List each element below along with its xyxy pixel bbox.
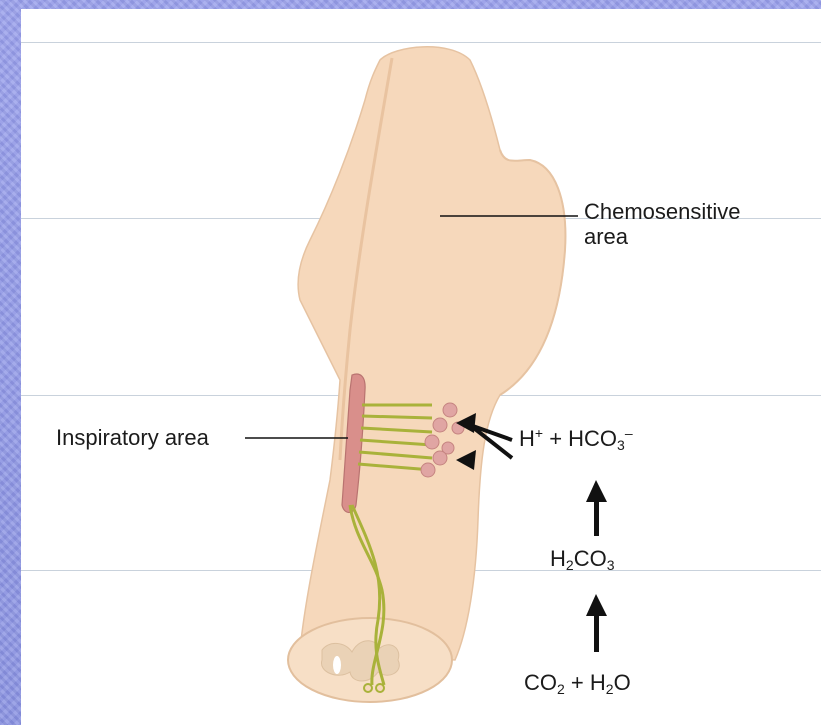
equation-h-bicarbonate: H+ + HCO3– [519,425,633,453]
chemosensitive-area-label: Chemosensitive area [584,199,741,250]
eq1-plus-superscript: + [535,425,543,441]
chemosensitive-label-line1: Chemosensitive [584,199,741,224]
eq1-hco: + HCO [543,426,617,451]
chemosensitive-label-line2: area [584,224,741,249]
brainstem-body [298,47,565,660]
nerve-end-2 [376,684,384,692]
equation-co2-water: CO2 + H2O [524,670,631,697]
grey-matter [321,641,399,681]
eq2-subscript-2: 2 [566,557,574,573]
nerve-end-1 [364,684,372,692]
eq2-co: CO [574,546,607,571]
eq3-subscript-2a: 2 [557,681,565,697]
eq1-minus-superscript: – [625,425,633,441]
eq1-subscript-3: 3 [617,437,625,453]
eq3-co: CO [524,670,557,695]
eq2-h: H [550,546,566,571]
eq3-plus-h: + H [565,670,606,695]
eq2-subscript-3: 3 [607,557,615,573]
equation-carbonic-acid: H2CO3 [550,546,614,573]
eq1-h: H [519,426,535,451]
central-canal [333,656,341,674]
eq3-subscript-2b: 2 [606,681,614,697]
inspiratory-area-label: Inspiratory area [56,425,209,450]
eq3-o: O [614,670,631,695]
